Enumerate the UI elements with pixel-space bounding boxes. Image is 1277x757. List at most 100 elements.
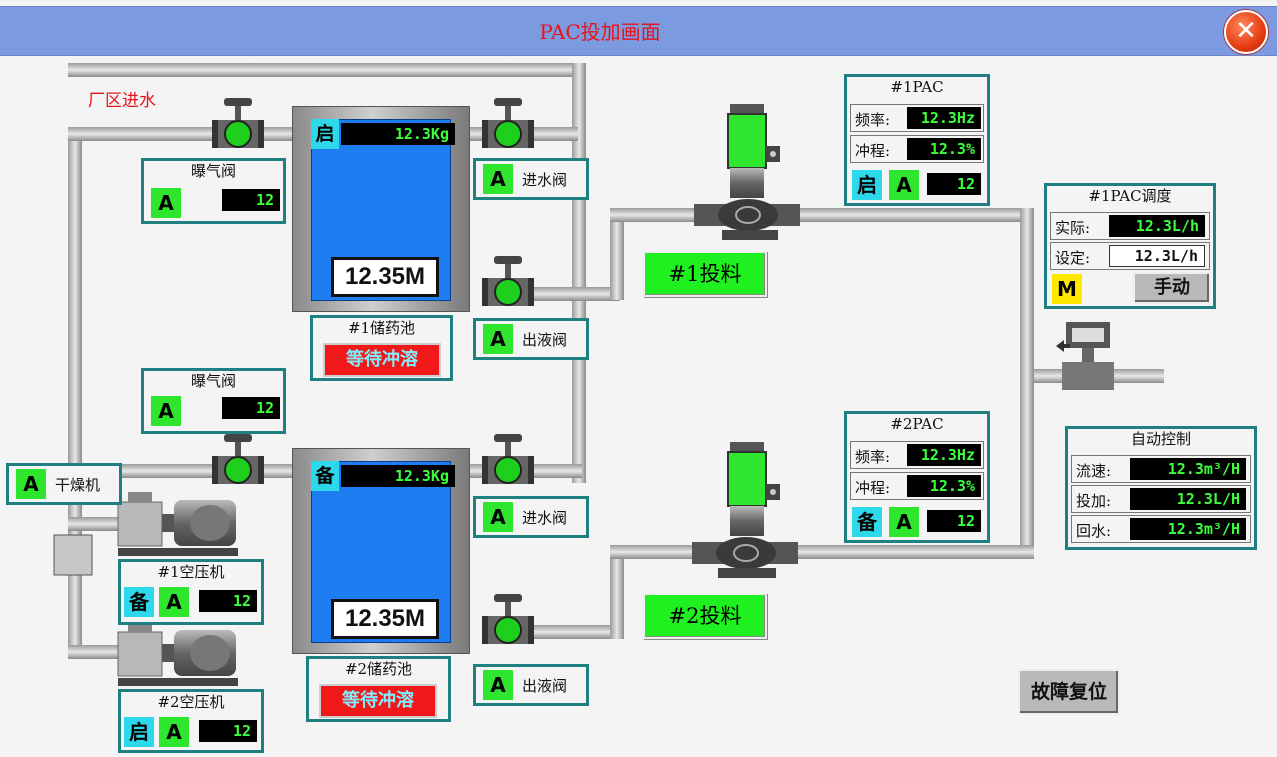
valve-inlet-1[interactable] — [482, 98, 534, 148]
pac-1-panel: #1PAC 频率: 12.3Hz 冲程: 12.3% 启 A 12 — [844, 74, 990, 206]
pac-2-stroke-label: 冲程: — [855, 479, 891, 497]
dispatch-actual-row: 实际: 12.3L/h — [1050, 212, 1210, 240]
dispatch-actual-label: 实际: — [1055, 219, 1091, 237]
compressor-2-title: #2空压机 — [157, 693, 225, 711]
auto-dose-row: 投加: 12.3L/H — [1071, 485, 1251, 513]
aeration-valve-1-panel: 曝气阀 A 12 — [141, 158, 286, 224]
pac-2-freq: 12.3Hz — [907, 444, 981, 466]
storage-tank-2[interactable]: 备 12.3Kg 12.35M — [292, 448, 470, 654]
inlet-valve-1-panel: A 进水阀 — [473, 158, 589, 200]
pac-2-state[interactable]: 备 — [852, 507, 882, 537]
air-compressor-2[interactable] — [117, 622, 238, 686]
dispatch-setpoint-input[interactable]: 12.3L/h — [1109, 245, 1205, 267]
dryer-label: 干燥机 — [55, 476, 101, 494]
dispatch-setpoint-label: 设定: — [1055, 249, 1091, 267]
pac-2-mode[interactable]: A — [889, 507, 919, 537]
inlet-valve-2-panel: A 进水阀 — [473, 496, 589, 538]
tank-2-status-panel: #2储药池 等待冲溶 — [306, 656, 451, 722]
tank-1-status-panel: #1储药池 等待冲溶 — [310, 315, 453, 381]
aeration-valve-1-mode[interactable]: A — [151, 188, 181, 218]
pac-2-stroke-row: 冲程: 12.3% — [850, 472, 984, 500]
valve-outlet-2[interactable] — [482, 594, 534, 644]
auto-control-title: 自动控制 — [1130, 430, 1191, 448]
tank-2-level: 12.35M — [331, 599, 439, 639]
compressor-1-panel: #1空压机 备 A 12 — [118, 559, 264, 625]
pac-1-stroke: 12.3% — [907, 138, 981, 160]
pipe-network — [53, 63, 1164, 659]
auto-return: 12.3m³/H — [1130, 518, 1246, 540]
pac-1-title: #1PAC — [890, 78, 944, 96]
pac-2-stroke: 12.3% — [907, 475, 981, 497]
pac-2-freq-row: 频率: 12.3Hz — [850, 441, 984, 469]
compressor-2-panel: #2空压机 启 A 12 — [118, 689, 264, 753]
pac-1-mode[interactable]: A — [889, 170, 919, 200]
aeration-valve-2-title: 曝气阀 — [190, 372, 236, 390]
pac-1-freq: 12.3Hz — [907, 107, 981, 129]
tank-2-state: 备 — [311, 461, 339, 491]
dispatch-mode[interactable]: M — [1052, 274, 1082, 304]
inlet-valve-2-label: 进水阀 — [522, 509, 568, 527]
pac-1-value: 12 — [927, 173, 981, 195]
fault-reset-button[interactable]: 故障复位 — [1018, 669, 1120, 715]
pac-1-dispatch-panel: #1PAC调度 实际: 12.3L/h 设定: 12.3L/h M 手动 — [1044, 183, 1216, 309]
plant-inlet-label: 厂区进水 — [88, 91, 156, 111]
compressor-1-title: #1空压机 — [157, 563, 225, 581]
air-compressor-1[interactable] — [117, 492, 238, 556]
auto-dose: 12.3L/H — [1130, 488, 1246, 510]
tank-1-name: #1储药池 — [347, 319, 416, 337]
inlet-valve-1-mode[interactable]: A — [483, 164, 513, 194]
pac-1-state[interactable]: 启 — [852, 170, 882, 200]
dryer-mode[interactable]: A — [16, 469, 46, 499]
tank-1-weight: 12.3Kg — [341, 123, 455, 145]
auto-dose-label: 投加: — [1076, 492, 1112, 510]
feed-button-1[interactable]: #1投料 — [643, 251, 767, 297]
aeration-valve-2-value: 12 — [222, 397, 280, 419]
storage-tank-1[interactable]: 启 12.3Kg 12.35M — [292, 106, 470, 312]
compressor-2-state[interactable]: 启 — [124, 717, 154, 747]
compressor-1-state[interactable]: 备 — [124, 587, 154, 617]
dosing-pump-2[interactable] — [692, 442, 798, 578]
dryer-panel: A 干燥机 — [6, 463, 122, 505]
valve-outlet-1[interactable] — [482, 256, 534, 306]
outlet-valve-1-panel: A 出液阀 — [473, 318, 589, 360]
tank-2-status: 等待冲溶 — [319, 684, 437, 718]
outlet-valve-1-mode[interactable]: A — [483, 324, 513, 354]
feed-button-2[interactable]: #2投料 — [643, 593, 767, 639]
auto-control-panel: 自动控制 流速: 12.3m³/H 投加: 12.3L/H 回水: 12.3m³… — [1065, 426, 1257, 550]
aeration-valve-1-title: 曝气阀 — [190, 162, 236, 180]
tank-1-state: 启 — [311, 119, 339, 149]
inlet-valve-2-mode[interactable]: A — [483, 502, 513, 532]
title-bar — [0, 6, 1277, 56]
auto-flow-label: 流速: — [1076, 462, 1112, 480]
dispatch-setpoint-row: 设定: 12.3L/h — [1050, 242, 1210, 270]
inlet-valve-1-label: 进水阀 — [522, 171, 568, 189]
pac-1-stroke-row: 冲程: 12.3% — [850, 135, 984, 163]
compressor-1-mode[interactable]: A — [159, 587, 189, 617]
outlet-valve-1-label: 出液阀 — [522, 331, 568, 349]
pac-1-freq-label: 频率: — [855, 111, 891, 129]
valve-aeration-2[interactable] — [212, 434, 264, 484]
pac-1-freq-row: 频率: 12.3Hz — [850, 104, 984, 132]
pac-2-value: 12 — [927, 510, 981, 532]
manual-button[interactable]: 手动 — [1133, 272, 1211, 304]
auto-flow-row: 流速: 12.3m³/H — [1071, 455, 1251, 483]
pac-1-dispatch-title: #1PAC调度 — [1088, 187, 1172, 205]
pac-2-panel: #2PAC 频率: 12.3Hz 冲程: 12.3% 备 A 12 — [844, 411, 990, 543]
outlet-valve-2-panel: A 出液阀 — [473, 664, 589, 706]
aeration-valve-1-value: 12 — [222, 189, 280, 211]
compressor-2-mode[interactable]: A — [159, 717, 189, 747]
close-button[interactable]: ✕ — [1224, 10, 1268, 54]
tank-1-level: 12.35M — [331, 257, 439, 297]
valve-inlet-2[interactable] — [482, 434, 534, 484]
outlet-valve-2-mode[interactable]: A — [483, 670, 513, 700]
auto-return-label: 回水: — [1076, 522, 1112, 540]
aeration-valve-2-panel: 曝气阀 A 12 — [141, 368, 286, 434]
aeration-valve-2-mode[interactable]: A — [151, 396, 181, 426]
dosing-pump-1[interactable] — [694, 104, 800, 240]
tank-2-weight: 12.3Kg — [341, 465, 455, 487]
compressor-1-value: 12 — [199, 590, 257, 612]
auto-return-row: 回水: 12.3m³/H — [1071, 515, 1251, 543]
valve-aeration-1[interactable] — [212, 98, 264, 148]
close-icon: ✕ — [1235, 16, 1257, 46]
